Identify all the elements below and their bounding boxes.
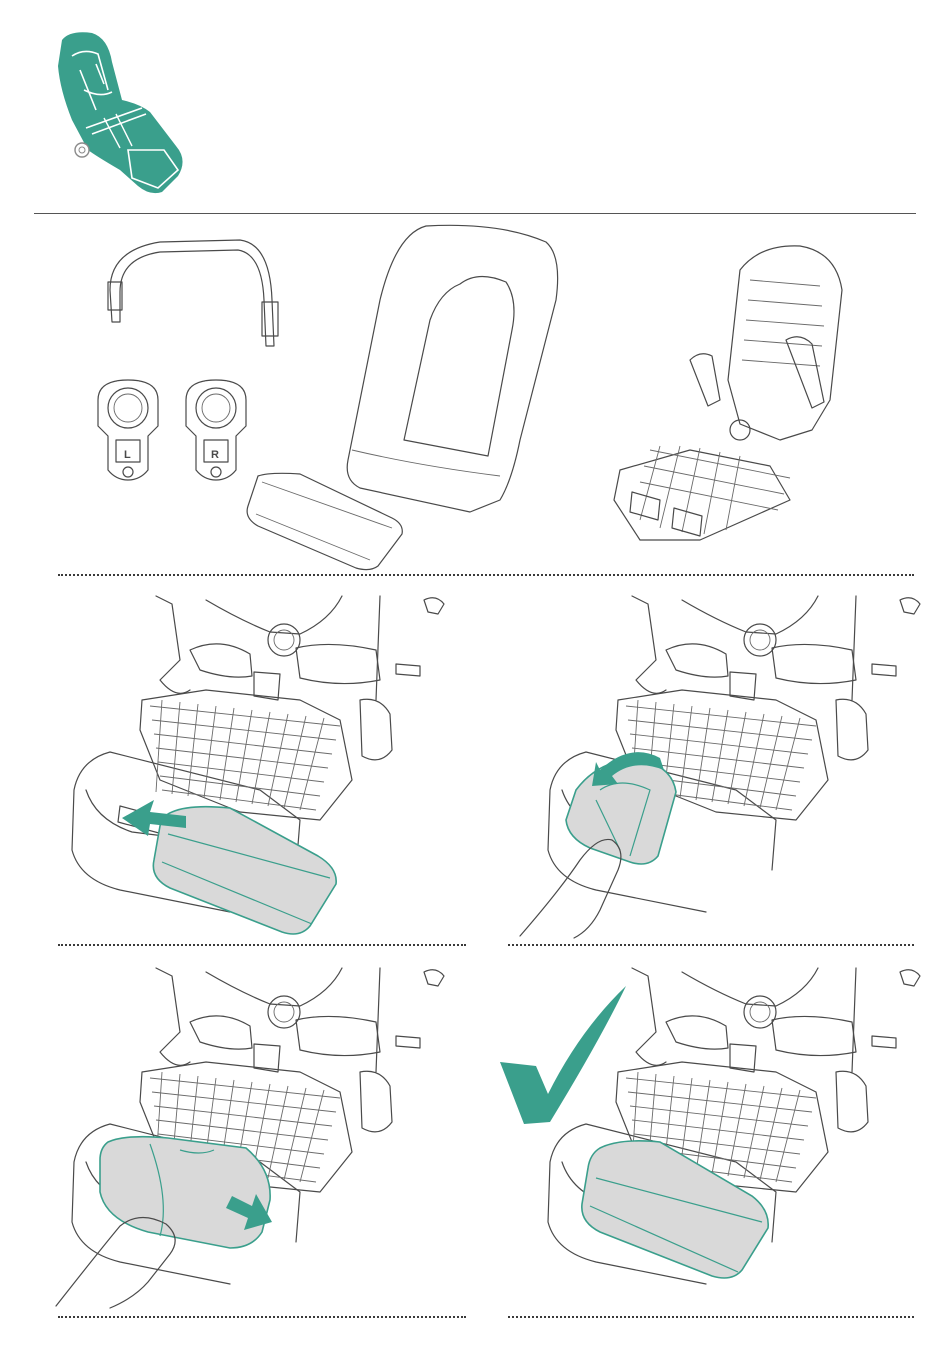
checkmark-icon <box>500 986 626 1124</box>
